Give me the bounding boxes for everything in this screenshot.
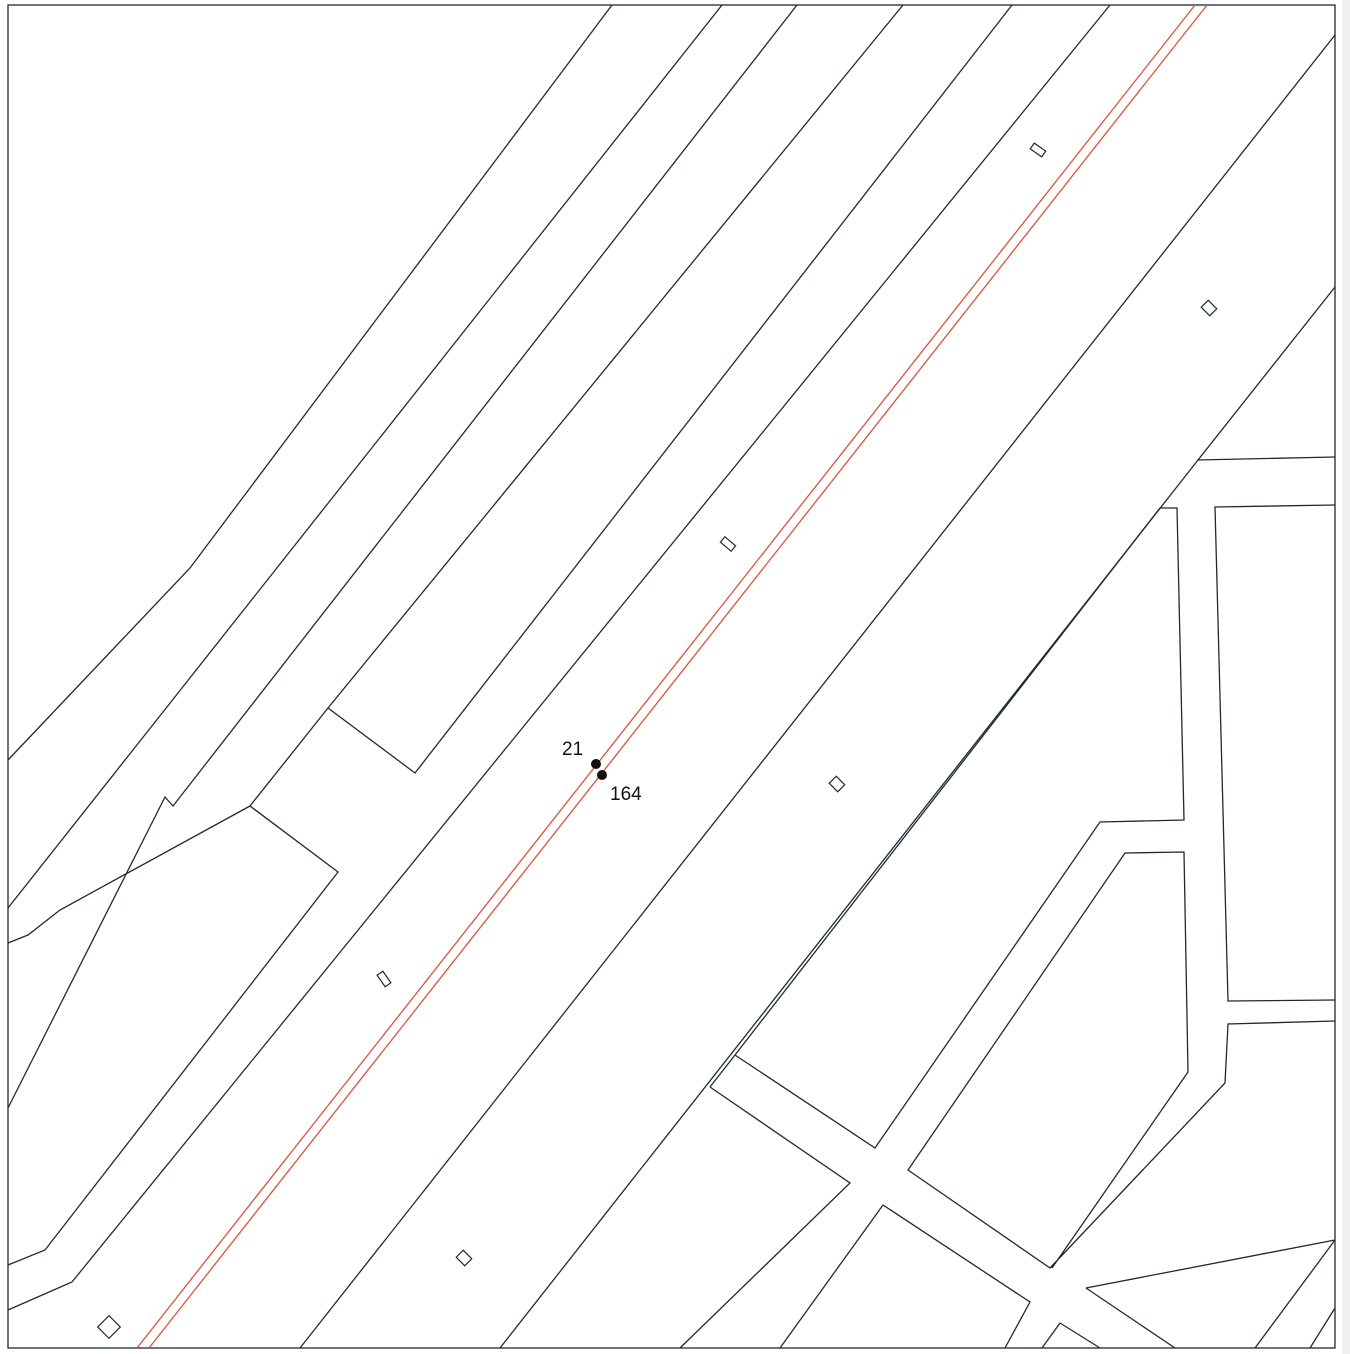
building-marker [719, 535, 737, 553]
red-road-lines [136, 4, 1208, 1349]
parcel-boundary [7, 4, 723, 909]
building-marker [1029, 142, 1047, 158]
point-label-164: 164 [610, 784, 642, 805]
map-frame [7, 4, 1336, 1349]
survey-points: 21 164 [562, 739, 642, 805]
parcel-boundary [7, 4, 1111, 1311]
parcel-boundary [249, 707, 329, 807]
parcel-boundary [1085, 1239, 1336, 1289]
red-road-line [148, 4, 1208, 1349]
parcel-lines [7, 4, 1336, 1349]
parcel-boundary [1196, 286, 1336, 461]
parcel-boundary [327, 4, 1013, 774]
parcel-boundary [1309, 1307, 1336, 1349]
building-marker [376, 970, 392, 988]
parcel-boundary [1214, 504, 1336, 1002]
building-marker [455, 1249, 473, 1267]
parcel-boundary [1041, 1322, 1061, 1349]
parcel-boundary [1059, 1322, 1101, 1349]
parcel-boundary [679, 1086, 852, 1349]
parcel-boundary [882, 1204, 1031, 1349]
survey-point-21[interactable] [591, 759, 601, 769]
building-marker [1200, 299, 1218, 317]
building-marker [96, 1314, 122, 1340]
building-marker [828, 775, 846, 793]
parcel-boundary [7, 805, 251, 944]
red-road-line [136, 4, 1196, 1349]
survey-point-164[interactable] [597, 770, 607, 780]
parcel-boundary [779, 1204, 884, 1349]
parcel-boundary [7, 4, 613, 761]
parcel-boundary [734, 507, 1161, 1056]
building-markers [96, 142, 1218, 1340]
parcel-boundary [734, 507, 1185, 1149]
parcel-boundary [7, 4, 798, 1109]
parcel-boundary [709, 1054, 736, 1088]
parcel-boundary [299, 34, 1336, 1349]
parcel-boundary [907, 851, 1336, 1269]
parcel-boundary [7, 805, 339, 1266]
parcel-boundary [1254, 1239, 1336, 1349]
scan-edge-strip [1342, 0, 1350, 1354]
parcel-boundary [1085, 1287, 1176, 1349]
point-label-21: 21 [562, 739, 583, 760]
